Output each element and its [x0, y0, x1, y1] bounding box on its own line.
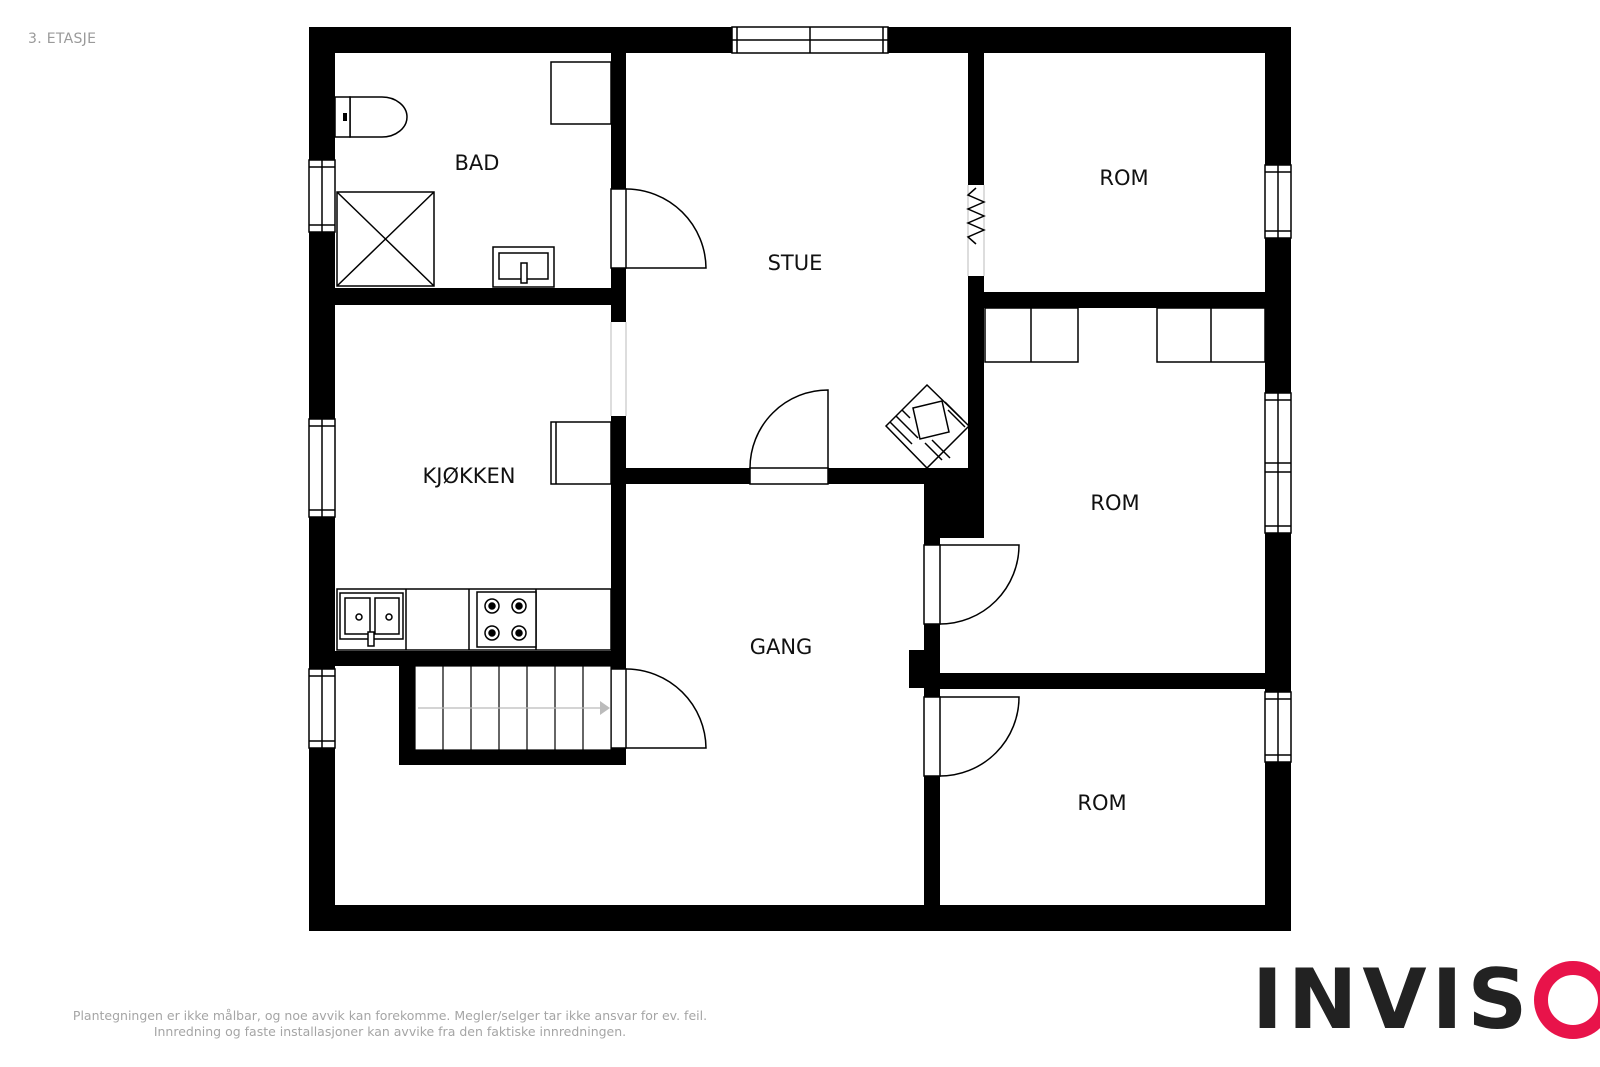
kitchen-sink-icon: [339, 592, 404, 647]
door-stue-gang: [749, 389, 829, 485]
fireplace-icon: [884, 383, 971, 470]
stair-arrow-head: [600, 701, 610, 715]
sliding-door-zigzag: [966, 187, 986, 245]
bathroom-fixtures: [334, 61, 612, 288]
toilet-icon: [334, 96, 408, 138]
wall-stair-left: [399, 663, 415, 765]
inviso-logo: INVIS: [1252, 958, 1600, 1041]
window-right-rom-middle: [1264, 392, 1292, 534]
door-gang-rom-middle: [923, 544, 1020, 625]
windows: [308, 26, 1292, 763]
door-bad-stue: [610, 188, 707, 269]
room-label-rom-top: ROM: [1099, 166, 1148, 190]
column-bottom: [909, 650, 929, 688]
shower-icon: [336, 191, 435, 287]
window-left-kjokken: [308, 418, 336, 518]
kitchen-fixtures: [336, 421, 612, 651]
stairs: [414, 665, 612, 751]
wall-stue-gang-right: [828, 468, 984, 484]
room-label-kjokken: KJØKKEN: [422, 464, 515, 488]
wall-kjokken-stue: [611, 416, 626, 669]
bathroom-cabinet: [550, 61, 612, 125]
stove-icon: [476, 591, 537, 648]
wall-kjokken-stair: [335, 651, 626, 666]
logo-o-ring-icon: [1534, 960, 1600, 1039]
wall-stue-rom: [968, 53, 984, 185]
room-label-gang: GANG: [750, 635, 813, 659]
wall-bad-stue: [611, 53, 626, 189]
logo-text: INVIS: [1252, 951, 1533, 1048]
window-left-bad: [308, 159, 336, 233]
disclaimer: Plantegningen er ikke målbar, og noe avv…: [30, 1008, 750, 1040]
window-right-rom-top: [1264, 164, 1292, 239]
openings: [610, 185, 985, 416]
sink-icon: [492, 246, 555, 288]
door-stair-gang: [610, 668, 707, 749]
outer-wall-bottom: [309, 905, 1291, 931]
room-label-rom-bottom: ROM: [1077, 791, 1126, 815]
room-label-bad: BAD: [455, 151, 500, 175]
floor-label: 3. ETASJE: [28, 31, 97, 47]
disclaimer-line-1: Plantegningen er ikke målbar, og noe avv…: [72, 1008, 708, 1023]
wall-stair-bottom: [399, 750, 626, 765]
room-label-stue: STUE: [768, 251, 823, 275]
disclaimer-line-2: Innredning og faste installasjoner kan a…: [153, 1024, 627, 1039]
column-top: [924, 483, 984, 538]
door-gang-rom-bottom: [923, 696, 1020, 777]
wall-bad-kjokken: [335, 288, 626, 305]
wall-stue-rom-lower: [968, 276, 984, 483]
window-left-gang: [308, 668, 336, 749]
window-top: [731, 26, 889, 54]
window-right-rom-bottom: [1264, 691, 1292, 763]
wall-rom-top-mid: [984, 292, 1265, 308]
wall-stue-gang-left: [626, 468, 750, 484]
wardrobes: [984, 307, 1266, 363]
wall-rom-mid-bottom: [940, 673, 1265, 689]
fridge: [550, 421, 612, 485]
room-label-rom-middle: ROM: [1090, 491, 1139, 515]
